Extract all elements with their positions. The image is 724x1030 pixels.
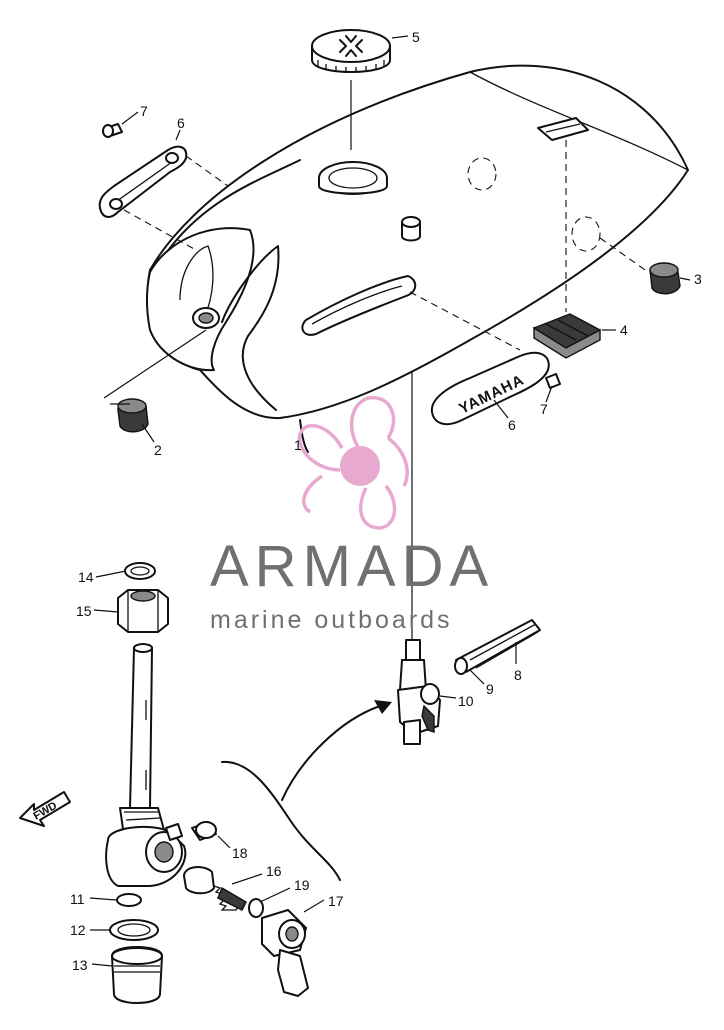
callout-10: 10 <box>458 693 474 709</box>
watermark-brand: ARMADA <box>210 534 494 599</box>
tank-damper <box>532 313 602 359</box>
callout-leaders-bottom <box>89 570 325 967</box>
callout-13: 13 <box>72 957 88 973</box>
petcock-detail <box>105 562 309 1004</box>
fuel-cap <box>311 29 391 73</box>
callout-6-upper: 6 <box>177 115 185 131</box>
fuel-tank <box>146 64 689 453</box>
armada-watermark: ARMADA marine outboards <box>210 395 494 634</box>
callout-15: 15 <box>76 603 92 619</box>
fwd-label: FWD <box>32 800 60 823</box>
watermark-tagline: marine outboards <box>210 606 453 634</box>
grommet-left <box>117 398 149 433</box>
propeller-hub <box>340 446 380 486</box>
callout-7-upper: 7 <box>140 103 148 119</box>
yamaha-emblem: YAMAHA <box>430 351 550 426</box>
assembly-lines-top <box>103 80 649 640</box>
forward-direction-arrow: FWD <box>19 791 71 827</box>
callout-8: 8 <box>514 667 522 683</box>
callout-leaders-top <box>121 35 691 443</box>
callout-2: 2 <box>154 442 162 458</box>
callout-14: 14 <box>78 569 94 585</box>
callout-labels: 5 7 6 3 4 2 6 7 1 14 15 8 9 10 18 16 19 … <box>70 29 702 973</box>
propeller-logo <box>297 395 409 530</box>
screw-upper <box>102 123 123 138</box>
callout-6-lower: 6 <box>508 417 516 433</box>
callout-12: 12 <box>70 922 86 938</box>
assembly-arrow <box>221 700 392 881</box>
fuel-filter-screen <box>454 619 541 675</box>
emblem-plate-upper <box>98 145 188 218</box>
callout-leaders-fuelcock <box>439 642 517 699</box>
grommet-right <box>649 262 681 295</box>
callout-11: 11 <box>70 891 85 907</box>
callout-7-lower: 7 <box>540 401 548 417</box>
screw-lower <box>545 373 561 389</box>
callout-5: 5 <box>412 29 420 45</box>
callout-17: 17 <box>328 893 344 909</box>
callout-16: 16 <box>266 863 282 879</box>
callout-18: 18 <box>232 845 248 861</box>
callout-9: 9 <box>486 681 494 697</box>
callout-1: 1 <box>294 437 302 453</box>
callout-3: 3 <box>694 271 702 287</box>
callout-19: 19 <box>294 877 310 893</box>
callout-4: 4 <box>620 322 628 338</box>
fuel-cock-assembly <box>397 639 441 745</box>
